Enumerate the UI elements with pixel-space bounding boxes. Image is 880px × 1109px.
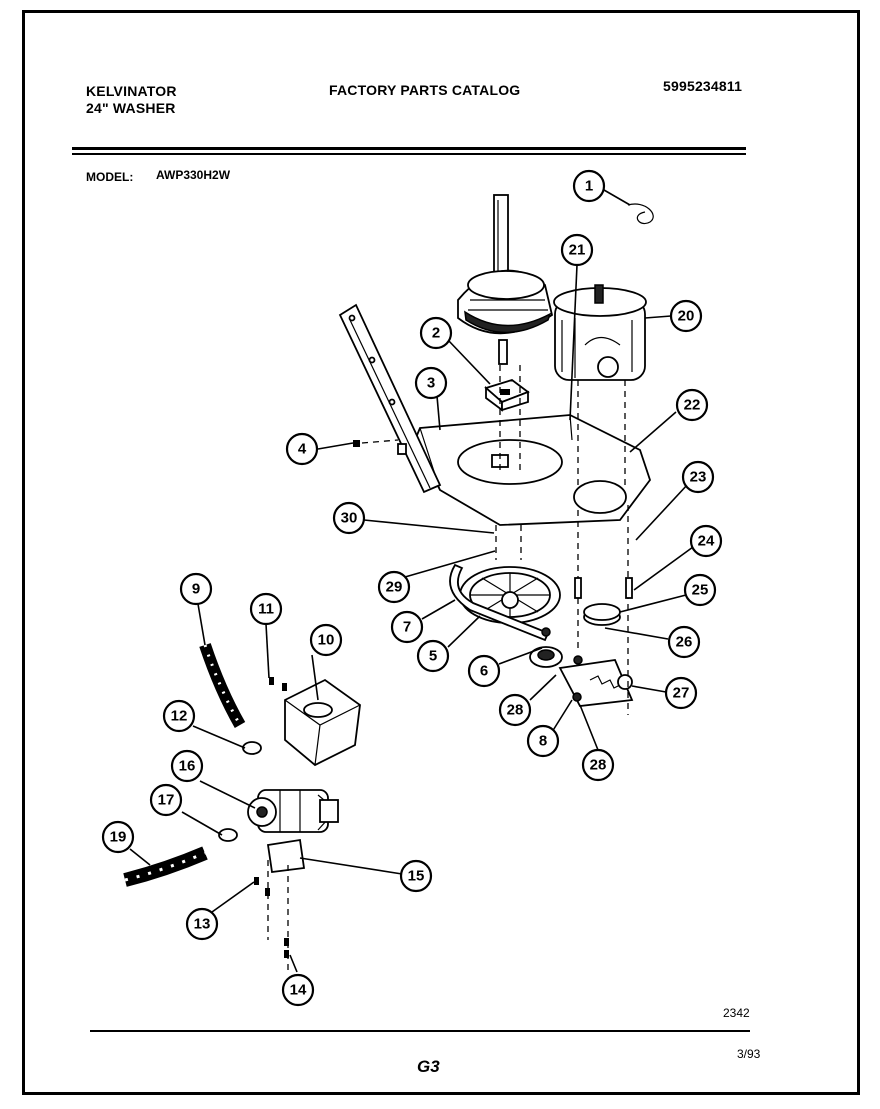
inlet-hose-drawing: [123, 846, 208, 887]
hose-clamps-drawing: [218, 741, 262, 842]
callout-29: 29: [377, 570, 411, 604]
callout-27: 27: [664, 676, 698, 710]
svg-text:30: 30: [341, 510, 358, 527]
svg-text:13: 13: [194, 916, 211, 933]
callout-25: 25: [683, 573, 717, 607]
svg-text:29: 29: [386, 579, 403, 596]
svg-text:27: 27: [673, 685, 690, 702]
callout-8: 8: [526, 724, 560, 758]
svg-text:9: 9: [192, 581, 200, 598]
svg-text:12: 12: [171, 708, 188, 725]
svg-text:6: 6: [480, 663, 488, 680]
svg-text:2: 2: [432, 325, 440, 342]
callout-3: 3: [414, 366, 448, 400]
diagram-number: 2342: [723, 1006, 750, 1020]
svg-text:16: 16: [179, 758, 196, 775]
callout-21: 21: [560, 233, 594, 267]
callout-28-b: 28: [498, 693, 532, 727]
callout-20: 20: [669, 299, 703, 333]
callout-14: 14: [281, 973, 315, 1007]
screw-drawing: [353, 439, 399, 447]
svg-text:28: 28: [590, 757, 607, 774]
callout-22: 22: [675, 388, 709, 422]
callout-2: 2: [419, 316, 453, 350]
svg-text:20: 20: [678, 308, 695, 325]
svg-text:28: 28: [507, 702, 524, 719]
motor-drawing: [553, 284, 647, 381]
svg-text:10: 10: [318, 632, 335, 649]
callout-7: 7: [390, 610, 424, 644]
svg-text:24: 24: [698, 533, 715, 550]
callout-26: 26: [667, 625, 701, 659]
callout-1: 1: [572, 169, 606, 203]
svg-text:22: 22: [684, 397, 701, 414]
callout-5: 5: [416, 639, 450, 673]
part-clip-drawing: [627, 203, 654, 225]
svg-text:17: 17: [158, 792, 175, 809]
catalog-title: FACTORY PARTS CATALOG: [329, 82, 521, 98]
leader-lines: [129, 189, 694, 973]
callout-19: 19: [101, 820, 135, 854]
transmission-drawing: [457, 194, 554, 365]
base-plate-drawing: [414, 414, 652, 526]
catalog-number: 5995234811: [663, 78, 743, 94]
svg-text:7: 7: [403, 619, 411, 636]
idler-assembly-drawing: [529, 603, 634, 707]
callout-4: 4: [285, 432, 319, 466]
svg-text:5: 5: [429, 648, 437, 665]
callout-10: 10: [309, 623, 343, 657]
brand-name: KELVINATOR: [86, 83, 177, 99]
callout-17: 17: [149, 783, 183, 817]
svg-text:4: 4: [298, 441, 307, 458]
svg-text:3: 3: [427, 375, 435, 392]
footer-rule: [90, 1030, 750, 1032]
callout-15: 15: [399, 859, 433, 893]
callout-30: 30: [332, 501, 366, 535]
callout-12: 12: [162, 699, 196, 733]
drain-hose-drawing: [199, 643, 246, 728]
callout-9: 9: [179, 572, 213, 606]
svg-text:26: 26: [676, 634, 693, 651]
header-rule-bottom: [72, 153, 746, 155]
pump-body-drawing: [247, 789, 339, 833]
svg-text:19: 19: [110, 829, 127, 846]
svg-text:21: 21: [569, 242, 586, 259]
svg-text:23: 23: [690, 469, 707, 486]
pump-housing-drawing: [284, 678, 361, 767]
svg-text:11: 11: [258, 601, 274, 618]
mounting-bracket-drawing: [338, 303, 442, 494]
callout-28-a: 28: [581, 748, 615, 782]
revision-date: 3/93: [737, 1047, 761, 1061]
svg-text:15: 15: [408, 868, 425, 885]
callout-23: 23: [681, 460, 715, 494]
model-label: MODEL:: [86, 170, 134, 184]
svg-text:14: 14: [290, 982, 307, 999]
header-rule-top: [72, 147, 746, 150]
callout-24: 24: [689, 524, 723, 558]
page-code: G3: [417, 1057, 440, 1076]
model-number: AWP330H2W: [156, 168, 231, 182]
callout-13: 13: [185, 907, 219, 941]
svg-text:1: 1: [585, 178, 593, 195]
pulley-and-belt-drawing: [449, 563, 561, 642]
callout-16: 16: [170, 749, 204, 783]
pump-bracket-drawing: [254, 677, 306, 975]
svg-text:8: 8: [539, 733, 547, 750]
page-frame: [22, 10, 860, 1095]
product-name: 24" WASHER: [86, 100, 176, 116]
callout-6: 6: [467, 654, 501, 688]
svg-text:25: 25: [692, 582, 709, 599]
bearing-block-drawing: [484, 379, 530, 412]
callout-11: 11: [249, 592, 283, 626]
